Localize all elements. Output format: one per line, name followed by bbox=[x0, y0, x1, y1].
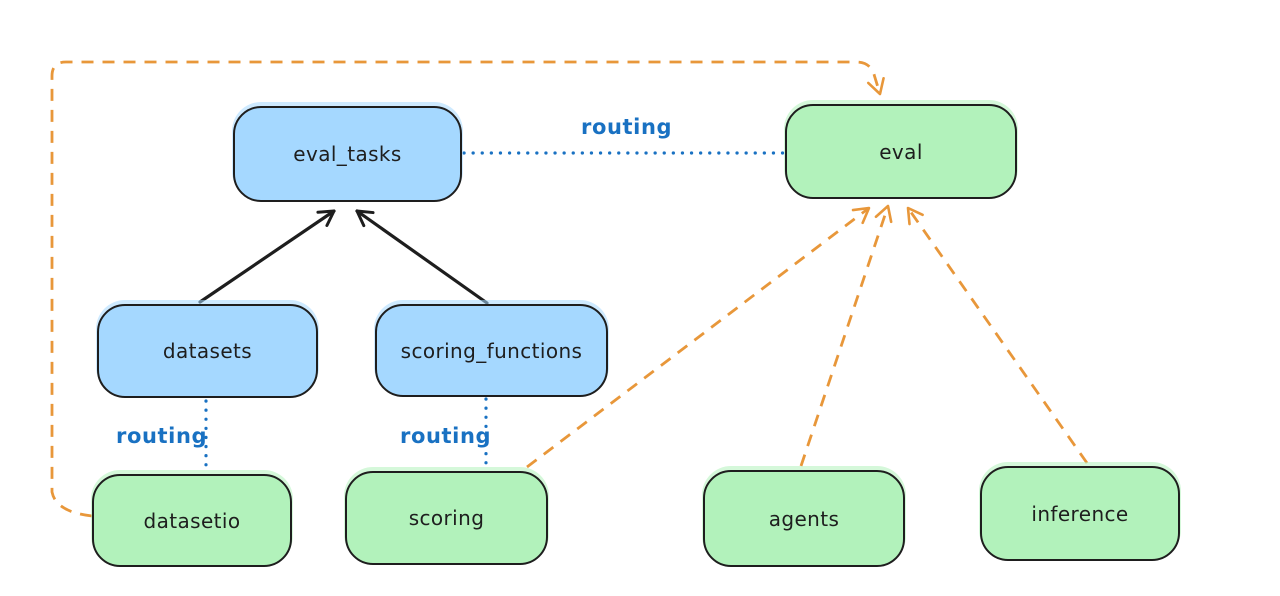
node-inference: inference bbox=[980, 466, 1180, 561]
node-eval-tasks-label: eval_tasks bbox=[293, 142, 402, 166]
edge-datasets-to-eval-tasks bbox=[198, 209, 336, 304]
node-scoring-functions: scoring_functions bbox=[375, 304, 608, 397]
edge-scoring-to-eval bbox=[526, 206, 871, 469]
node-eval-label: eval bbox=[879, 139, 923, 164]
edge-label-routing-eval-tasks-eval: routing bbox=[581, 115, 673, 139]
edge-label-routing-scoring-functions-scoring: routing bbox=[400, 424, 492, 448]
node-datasetio-label: datasetio bbox=[143, 508, 241, 533]
edge-inference-to-eval bbox=[906, 206, 1089, 464]
edge-scoring-functions-to-eval-tasks bbox=[355, 209, 489, 305]
node-eval-tasks: eval_tasks bbox=[233, 106, 462, 202]
node-datasets: datasets bbox=[97, 304, 318, 398]
edge-label-routing-datasets-datasetio: routing bbox=[116, 424, 208, 448]
node-agents: agents bbox=[703, 470, 905, 567]
edge-agents-to-eval bbox=[799, 204, 893, 467]
node-eval: eval bbox=[785, 104, 1017, 199]
node-datasets-label: datasets bbox=[162, 339, 253, 363]
node-scoring-functions-label: scoring_functions bbox=[400, 338, 583, 363]
edge-datasetio-to-eval-loop bbox=[50, 60, 885, 518]
node-agents-label: agents bbox=[768, 506, 840, 531]
node-datasetio: datasetio bbox=[92, 474, 292, 567]
node-scoring-label: scoring bbox=[408, 506, 485, 530]
node-inference-label: inference bbox=[1031, 501, 1129, 526]
node-scoring: scoring bbox=[345, 471, 548, 565]
